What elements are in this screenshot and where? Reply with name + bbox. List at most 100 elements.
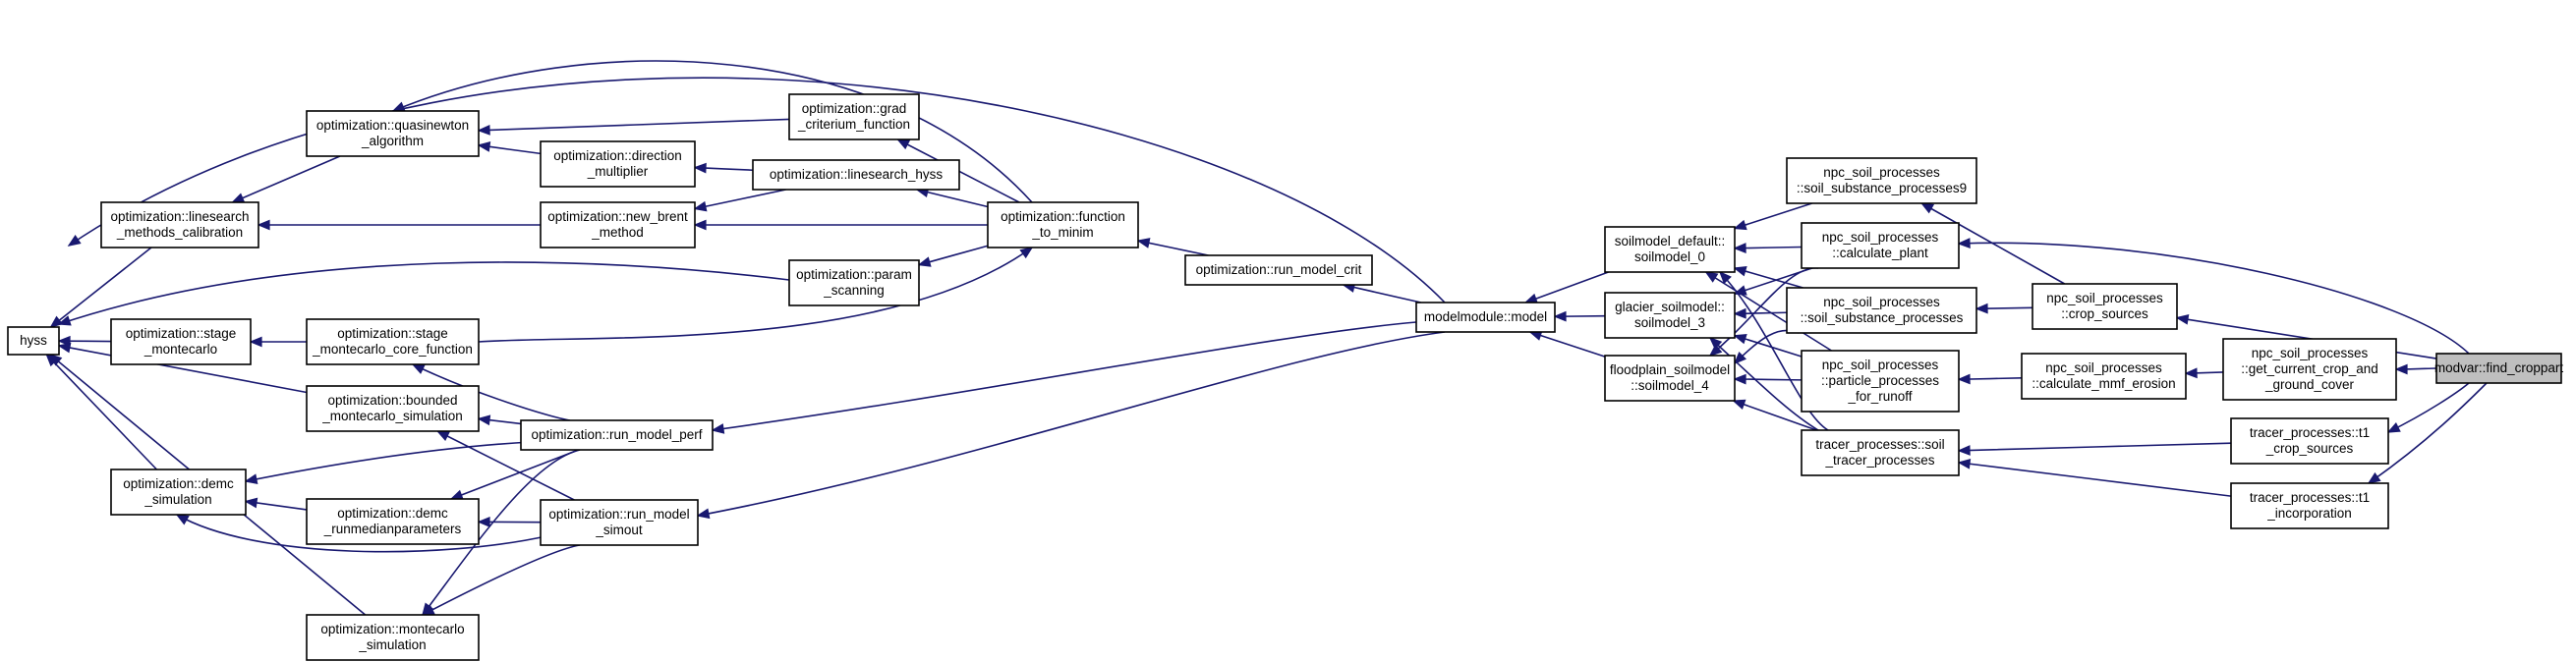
node-opt-grad[interactable]: optimization::grad_criterium_function: [788, 93, 920, 140]
edge-opt_linesearch_cal-opt_new_brent: [257, 219, 541, 231]
node-box: [540, 140, 696, 188]
node-tracer-t1-crop[interactable]: tracer_processes::t1_crop_sources: [2230, 417, 2389, 465]
edge-opt_run_perf-modelmodule: [711, 321, 1417, 434]
edge-opt_linesearch_hyss-opt_function: [915, 187, 989, 208]
node-box: [1786, 287, 1977, 334]
node-soil-default[interactable]: soilmodel_default::soilmodel_0: [1604, 226, 1736, 273]
edge-line: [1958, 242, 2470, 355]
node-opt-function[interactable]: optimization::function_to_minim: [987, 201, 1139, 248]
node-box: [1801, 222, 1960, 269]
edge-line: [450, 449, 579, 500]
node-label: optimization::run_model_perf: [531, 427, 702, 442]
node-hyss[interactable]: hyss: [7, 326, 60, 356]
edge-arrowhead: [693, 162, 707, 174]
edge-arrowhead: [231, 193, 246, 203]
node-label: ::crop_sources: [2061, 306, 2148, 321]
edge-arrowhead: [917, 256, 932, 267]
edge-opt_quasinewton-opt_grad: [477, 118, 790, 136]
node-box: [1184, 254, 1373, 286]
edge-glacier-npc_ssp: [1733, 307, 1788, 319]
node-opt-new-brent[interactable]: optimization::new_brent_method: [540, 201, 696, 248]
node-opt-direction[interactable]: optimization::direction_multiplier: [540, 140, 696, 188]
edge-line: [422, 449, 581, 616]
node-opt-demc-sim[interactable]: optimization::demc_simulation: [110, 469, 247, 516]
edge-arrowhead: [1708, 336, 1723, 350]
node-npc-ssp9[interactable]: npc_soil_processes::soil_substance_proce…: [1786, 157, 1977, 204]
node-opt-bounded[interactable]: optimization::bounded_montecarlo_simulat…: [306, 385, 480, 432]
node-label: optimization::quasinewton: [316, 118, 469, 133]
edge-glacier-npc_particle: [1733, 333, 1803, 358]
edge-opt_demc_run-opt_run_simout: [477, 517, 542, 527]
edge-tracer_t1_crop-root: [2386, 382, 2470, 433]
edge-opt_quasinewton-opt_direction: [477, 141, 542, 155]
edge-arrowhead: [1733, 266, 1747, 277]
edge-modelmodule-soil_default: [1523, 271, 1609, 304]
node-glacier[interactable]: glacier_soilmodel::soilmodel_3: [1604, 292, 1736, 339]
node-box: [306, 498, 480, 545]
node-npc-crop-sources[interactable]: npc_soil_processes::crop_sources: [2032, 283, 2178, 330]
node-label: _simulation: [358, 637, 426, 652]
node-label: _for_runoff: [1847, 389, 1912, 404]
node-label: optimization::function: [1001, 209, 1125, 224]
edge-arrowhead: [2386, 421, 2401, 433]
node-opt-run-simout[interactable]: optimization::run_model_simout: [540, 499, 699, 546]
node-label: modvar::find_croppart: [2434, 360, 2564, 375]
node-box: [1604, 226, 1736, 273]
node-tracer-t1-incorp[interactable]: tracer_processes::t1_incorporation: [2230, 482, 2389, 529]
node-label: optimization::new_brent: [547, 209, 688, 224]
node-box: [1415, 302, 1556, 333]
node-npc-ssp[interactable]: npc_soil_processes::soil_substance_proce…: [1786, 287, 1977, 334]
edge-arrowhead: [1733, 351, 1747, 365]
node-tracer-soil[interactable]: tracer_processes::soil_tracer_processes: [1801, 429, 1960, 476]
node-npc-mmf[interactable]: npc_soil_processes::calculate_mmf_erosio…: [2021, 353, 2187, 400]
edge-opt_new_brent-opt_function: [693, 219, 988, 231]
edge-arrowhead: [249, 336, 262, 348]
node-opt-run-crit[interactable]: optimization::run_model_crit: [1184, 254, 1373, 286]
node-box: [2222, 338, 2397, 401]
node-opt-stage-mc[interactable]: optimization::stage_montecarlo: [110, 318, 252, 365]
edge-arrowhead: [896, 138, 911, 150]
node-opt-quasinewton[interactable]: optimization::quasinewton_algorithm: [306, 110, 480, 157]
node-npc-particle[interactable]: npc_soil_processes::particle_processes_f…: [1801, 350, 1960, 413]
node-opt-mc-sim[interactable]: optimization::montecarlo_simulation: [306, 614, 480, 661]
edge-arrowhead: [2184, 367, 2198, 379]
node-label: ::get_current_crop_and: [2241, 361, 2378, 376]
edge-glacier-tracer_soil: [1708, 336, 1819, 431]
node-label: hyss: [20, 333, 47, 348]
node-opt-linesearch-hyss[interactable]: optimization::linesearch_hyss: [752, 159, 960, 191]
edge-hyss-opt_param_scan: [57, 261, 790, 326]
node-modelmodule[interactable]: modelmodule::model: [1415, 302, 1556, 333]
node-label: _montecarlo_simulation: [321, 409, 463, 423]
edge-opt_function-opt_stage_mc: [478, 247, 1034, 343]
edge-arrowhead: [477, 517, 490, 527]
edge-arrowhead: [693, 219, 707, 231]
edge-npc_ssp-npc_crop_sources: [1975, 303, 2033, 314]
node-floodplain[interactable]: floodplain_soilmodel::soilmodel_4: [1604, 355, 1736, 402]
edge-opt_quasinewton-opt_function: [391, 60, 1033, 203]
edge-line: [478, 118, 790, 132]
node-opt-param-scan[interactable]: optimization::param_scanning: [788, 259, 920, 306]
node-label: optimization::demc: [123, 476, 234, 491]
node-label: _incorporation: [2266, 506, 2352, 521]
edge-npc_get_crop-root: [2394, 363, 2437, 375]
node-label: npc_soil_processes: [2045, 360, 2162, 375]
edge-arrowhead: [711, 423, 725, 434]
edge-hyss-modelmodule: [67, 77, 1446, 303]
node-npc-calc-plant[interactable]: npc_soil_processes::calculate_plant: [1801, 222, 1960, 269]
node-opt-stage-core[interactable]: optimization::stage_montecarlo_core_func…: [306, 318, 480, 365]
node-label: optimization::run_model: [548, 507, 689, 522]
node-label: ::soil_substance_processes: [1801, 310, 1964, 325]
edge-line: [58, 345, 308, 394]
edge-line: [1524, 271, 1609, 303]
node-label: optimization::linesearch: [110, 209, 249, 224]
graph-nodes: modvar::find_croppart hyss optimization::q…: [7, 93, 2564, 661]
edge-line: [2387, 382, 2470, 433]
node-opt-linesearch-cal[interactable]: optimization::linesearch_methods_calibra…: [100, 201, 259, 248]
node-root[interactable]: modvar::find_croppart: [2434, 353, 2564, 384]
node-opt-run-perf[interactable]: optimization::run_model_perf: [520, 419, 714, 451]
node-label: npc_soil_processes: [1822, 358, 1939, 372]
edge-arrowhead: [1975, 303, 1988, 314]
node-npc-get-crop[interactable]: npc_soil_processes::get_current_crop_and…: [2222, 338, 2397, 401]
edge-soil_default-npc_ssp9: [1733, 202, 1812, 231]
node-opt-demc-run[interactable]: optimization::demc_runmedianparameters: [306, 498, 480, 545]
